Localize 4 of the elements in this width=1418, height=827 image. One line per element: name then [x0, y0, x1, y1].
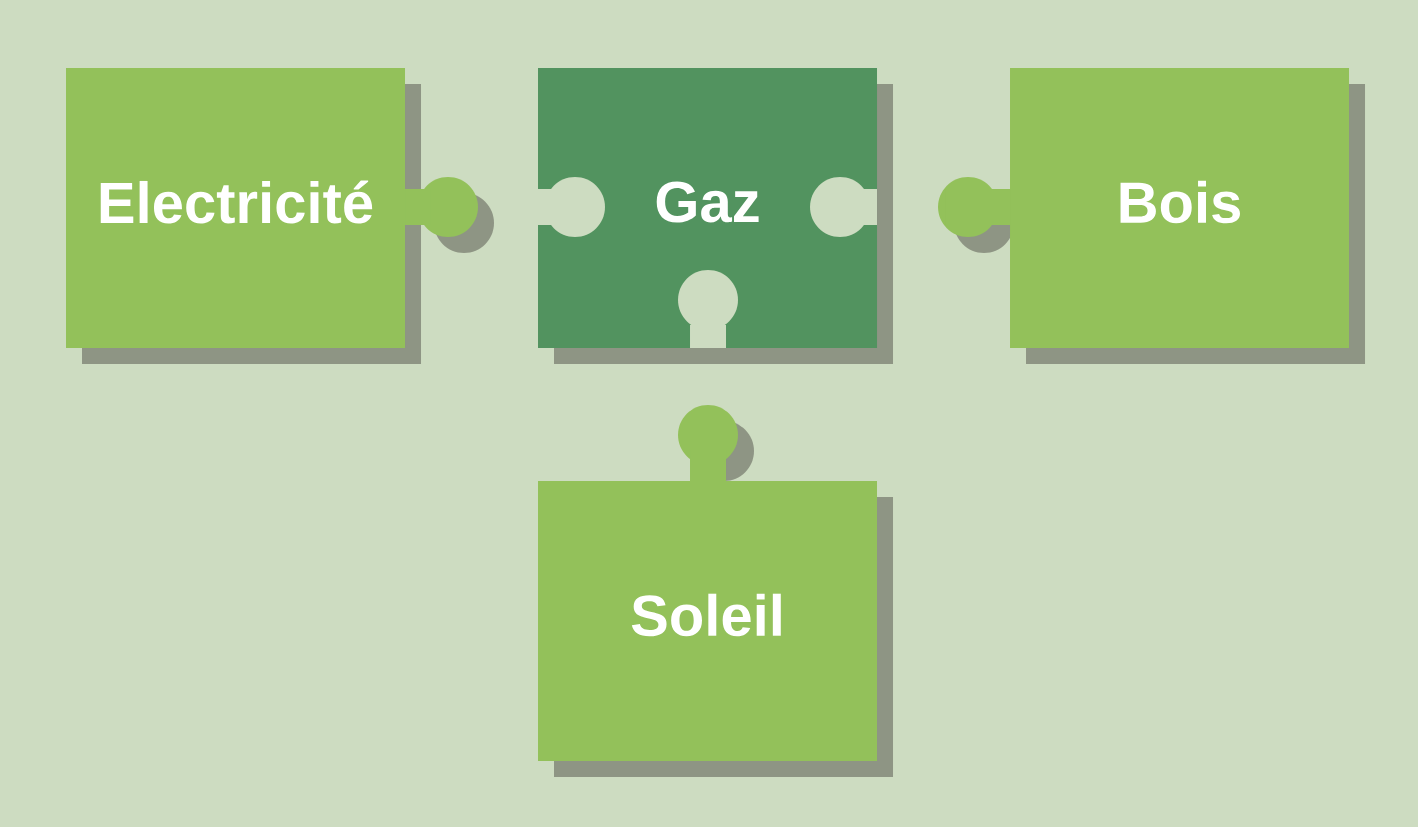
puzzle-piece: Electricité: [66, 68, 494, 364]
puzzle-piece: Soleil: [538, 405, 893, 777]
puzzle-piece: Bois: [938, 68, 1365, 364]
puzzle-piece: Gaz: [538, 68, 893, 364]
